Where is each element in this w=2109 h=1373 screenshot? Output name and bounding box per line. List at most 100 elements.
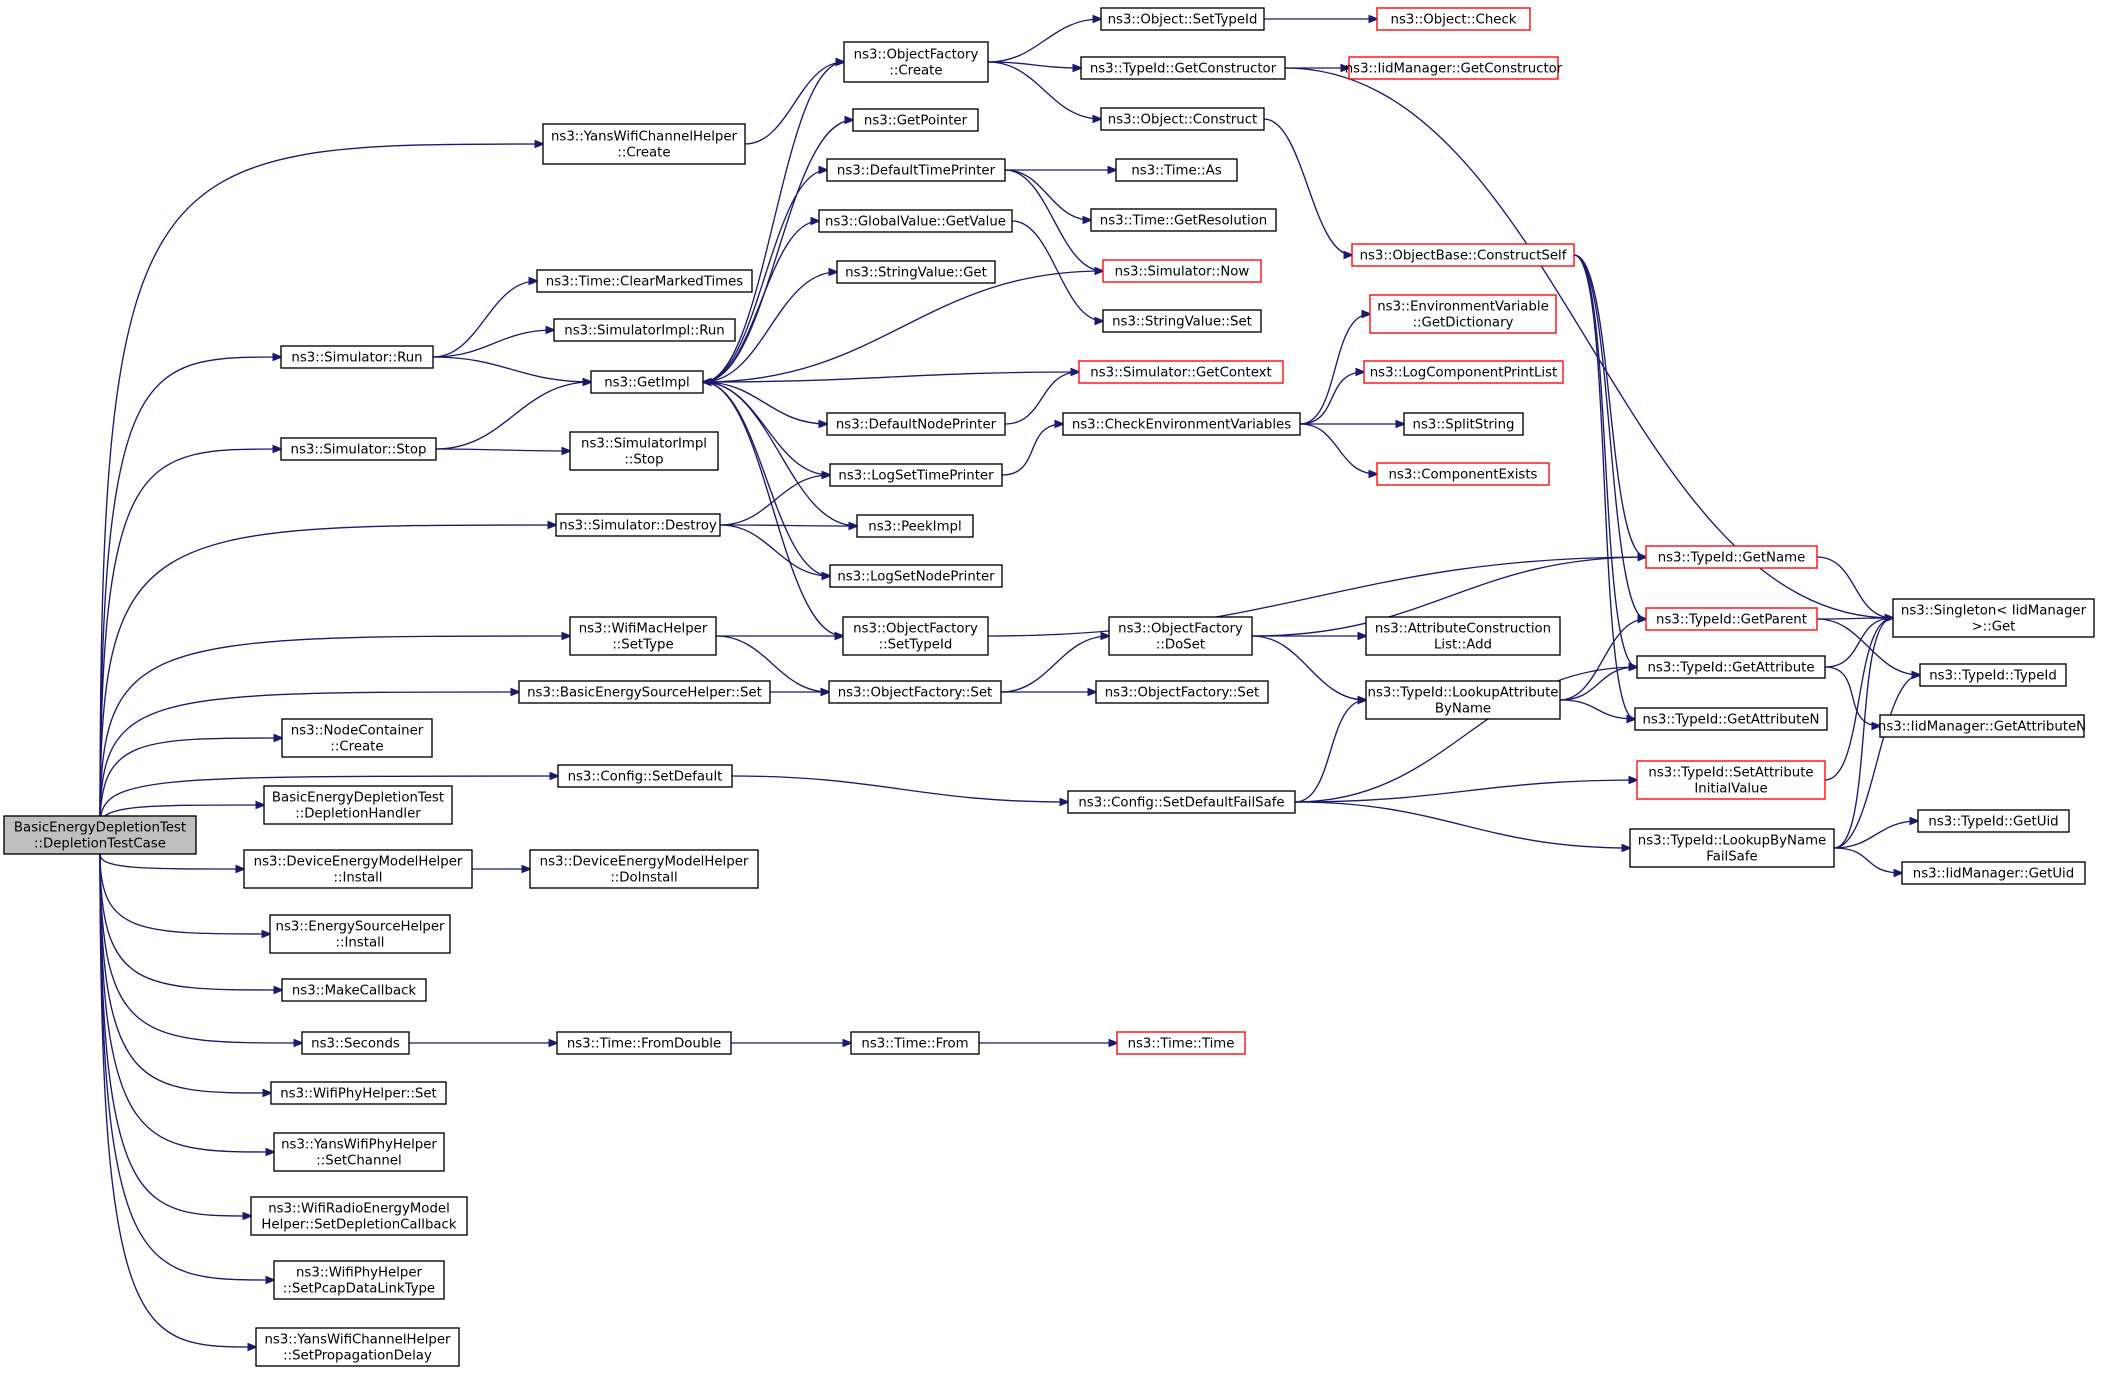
node-object_check[interactable]: ns3::Object::Check <box>1376 7 1531 31</box>
node-typeid_getname[interactable]: ns3::TypeId::GetName <box>1645 545 1818 569</box>
node-yansphy_setchannel[interactable]: ns3::YansWifiPhyHelper::SetChannel <box>273 1132 445 1172</box>
node-wifiphy_set[interactable]: ns3::WifiPhyHelper::Set <box>270 1081 447 1105</box>
node-yanschannel_setprop[interactable]: ns3::YansWifiChannelHelper::SetPropagati… <box>255 1327 460 1367</box>
node-makecallback[interactable]: ns3::MakeCallback <box>281 978 427 1002</box>
node-object_settypeid[interactable]: ns3::Object::SetTypeId <box>1100 7 1265 31</box>
call-edge <box>702 272 837 383</box>
node-typeid_typeid[interactable]: ns3::TypeId::TypeId <box>1919 663 2067 687</box>
node-label: ::DoSet <box>1156 638 1205 653</box>
node-label: ns3::Time::ClearMarkedTimes <box>546 275 744 290</box>
node-time_as[interactable]: ns3::Time::As <box>1115 158 1238 182</box>
node-simimpl_stop[interactable]: ns3::SimulatorImpl::Stop <box>569 431 719 471</box>
edge-typeid_setattrinitial-to-singleton_get <box>1824 618 1893 781</box>
node-envvar_getdictionary[interactable]: ns3::EnvironmentVariable::GetDictionary <box>1369 294 1557 334</box>
node-simulator_now[interactable]: ns3::Simulator::Now <box>1102 259 1262 283</box>
call-edge <box>731 775 1068 802</box>
node-devenergy_doinstall[interactable]: ns3::DeviceEnergyModelHelper::DoInstall <box>529 849 759 889</box>
node-stringvalue_get[interactable]: ns3::StringValue::Get <box>836 260 996 284</box>
node-objfactory_set[interactable]: ns3::ObjectFactory::Set <box>828 680 1002 704</box>
node-seconds[interactable]: ns3::Seconds <box>301 1031 410 1055</box>
node-sim_stop[interactable]: ns3::Simulator::Stop <box>280 437 437 461</box>
node-sim_destroy[interactable]: ns3::Simulator::Destroy <box>555 513 721 537</box>
node-peekimpl[interactable]: ns3::PeekImpl <box>856 514 974 538</box>
node-wifiphy_setpcap[interactable]: ns3::WifiPhyHelper::SetPcapDataLinkType <box>273 1260 445 1300</box>
node-label: ::SetPropagationDelay <box>283 1349 432 1364</box>
node-label: ns3::Object::SetTypeId <box>1108 13 1258 28</box>
node-time_from[interactable]: ns3::Time::From <box>850 1031 980 1055</box>
call-edge <box>1000 636 1109 693</box>
node-getpointer[interactable]: ns3::GetPointer <box>852 108 979 132</box>
node-splitstring[interactable]: ns3::SplitString <box>1403 412 1524 436</box>
node-object_construct[interactable]: ns3::Object::Construct <box>1100 107 1265 131</box>
node-defaulttimeprinter[interactable]: ns3::DefaultTimePrinter <box>826 158 1006 182</box>
node-box <box>1095 680 1269 704</box>
node-box <box>269 914 451 954</box>
node-simimpl_run[interactable]: ns3::SimulatorImpl::Run <box>553 318 736 342</box>
node-sim_run[interactable]: ns3::Simulator::Run <box>280 345 434 369</box>
node-label: ns3::TypeId::GetAttribute <box>1647 661 1814 676</box>
node-label: ns3::SimulatorImpl <box>581 437 707 452</box>
node-nodecontainer_create[interactable]: ns3::NodeContainer::Create <box>281 718 433 758</box>
node-wifiradio_setdepletion[interactable]: ns3::WifiRadioEnergyModelHelper::SetDepl… <box>250 1196 468 1236</box>
node-box <box>1369 294 1557 334</box>
node-label: ::GetDictionary <box>1413 316 1514 331</box>
node-depletion_handler[interactable]: BasicEnergyDepletionTest::DepletionHandl… <box>263 785 453 825</box>
node-label: ns3::ObjectBase::ConstructSelf <box>1360 249 1567 264</box>
node-logsettimeprinter[interactable]: ns3::LogSetTimePrinter <box>829 463 1003 487</box>
node-yanschannel_create[interactable]: ns3::YansWifiChannelHelper::Create <box>542 123 746 165</box>
node-componentexists[interactable]: ns3::ComponentExists <box>1376 462 1550 486</box>
node-objfactory_settypeid[interactable]: ns3::ObjectFactory::SetTypeId <box>842 616 989 656</box>
node-iidmanager_getconstructor[interactable]: ns3::IidManager::GetConstructor <box>1345 56 1563 80</box>
node-getimpl[interactable]: ns3::GetImpl <box>590 370 704 394</box>
node-config_setdefaultfailsafe[interactable]: ns3::Config::SetDefaultFailSafe <box>1067 790 1296 814</box>
node-basicenergy_set[interactable]: ns3::BasicEnergySourceHelper::Set <box>518 680 771 704</box>
edge-config_setdefaultfailsafe-to-typeid_lookupattrbyname <box>1294 700 1366 803</box>
node-typeid_getattributen[interactable]: ns3::TypeId::GetAttributeN <box>1634 707 1828 731</box>
edge-root-to-yansphy_setchannel <box>99 853 274 1152</box>
call-edge <box>702 381 843 636</box>
node-time_getresolution[interactable]: ns3::Time::GetResolution <box>1090 208 1277 232</box>
node-objectbase_constructself[interactable]: ns3::ObjectBase::ConstructSelf <box>1351 243 1575 267</box>
node-wifimac_settype[interactable]: ns3::WifiMacHelper::SetType <box>569 616 717 656</box>
node-singleton_get[interactable]: ns3::Singleton< IidManager>::Get <box>1892 598 2095 638</box>
node-logcomponentprintlist[interactable]: ns3::LogComponentPrintList <box>1363 360 1564 384</box>
node-logsetnodeprinter[interactable]: ns3::LogSetNodePrinter <box>829 564 1003 588</box>
node-time_clearmarked[interactable]: ns3::Time::ClearMarkedTimes <box>536 269 753 293</box>
node-label: ns3::GetImpl <box>604 376 689 391</box>
node-simulator_getcontext[interactable]: ns3::Simulator::GetContext <box>1078 360 1284 384</box>
edge-sim_stop-to-getimpl <box>435 382 591 450</box>
node-typeid_getuid[interactable]: ns3::TypeId::GetUid <box>1917 809 2070 833</box>
node-checkenvvars[interactable]: ns3::CheckEnvironmentVariables <box>1062 412 1301 436</box>
node-typeid_getconstructor[interactable]: ns3::TypeId::GetConstructor <box>1080 56 1286 80</box>
node-label: ns3::Config::SetDefault <box>568 770 723 785</box>
node-objfactory_create[interactable]: ns3::ObjectFactory::Create <box>843 41 989 83</box>
node-config_setdefault[interactable]: ns3::Config::SetDefault <box>557 764 733 788</box>
node-label: ns3::Object::Check <box>1391 13 1517 28</box>
call-edge <box>99 853 256 1347</box>
node-typeid_getparent[interactable]: ns3::TypeId::GetParent <box>1645 607 1818 631</box>
node-time_time[interactable]: ns3::Time::Time <box>1116 1031 1246 1055</box>
call-edge <box>1833 847 1902 873</box>
node-globalvalue_getvalue[interactable]: ns3::GlobalValue::GetValue <box>818 209 1013 233</box>
node-objfactory_set2[interactable]: ns3::ObjectFactory::Set <box>1095 680 1269 704</box>
node-typeid_getattribute[interactable]: ns3::TypeId::GetAttribute <box>1636 655 1826 679</box>
node-devenergy_install[interactable]: ns3::DeviceEnergyModelHelper::Install <box>243 849 473 889</box>
call-edge <box>99 738 282 827</box>
node-defaultnodeprinter[interactable]: ns3::DefaultNodePrinter <box>826 412 1006 436</box>
edge-checkenvvars-to-logcomponentprintlist <box>1299 372 1364 425</box>
call-edge <box>719 525 857 526</box>
node-label: ::Create <box>617 146 670 161</box>
node-label: ns3::Time::From <box>861 1037 968 1052</box>
node-objfactory_doset[interactable]: ns3::ObjectFactory::DoSet <box>1108 616 1253 656</box>
node-stringvalue_set[interactable]: ns3::StringValue::Set <box>1102 309 1262 333</box>
node-iidmanager_getattributen[interactable]: ns3::IidManager::GetAttributeN <box>1878 714 2086 738</box>
node-box <box>590 370 704 394</box>
node-iidmanager_getuid[interactable]: ns3::IidManager::GetUid <box>1901 861 2086 885</box>
node-box <box>829 564 1003 588</box>
node-time_fromdouble[interactable]: ns3::Time::FromDouble <box>556 1031 732 1055</box>
node-energysource_install[interactable]: ns3::EnergySourceHelper::Install <box>269 914 451 954</box>
